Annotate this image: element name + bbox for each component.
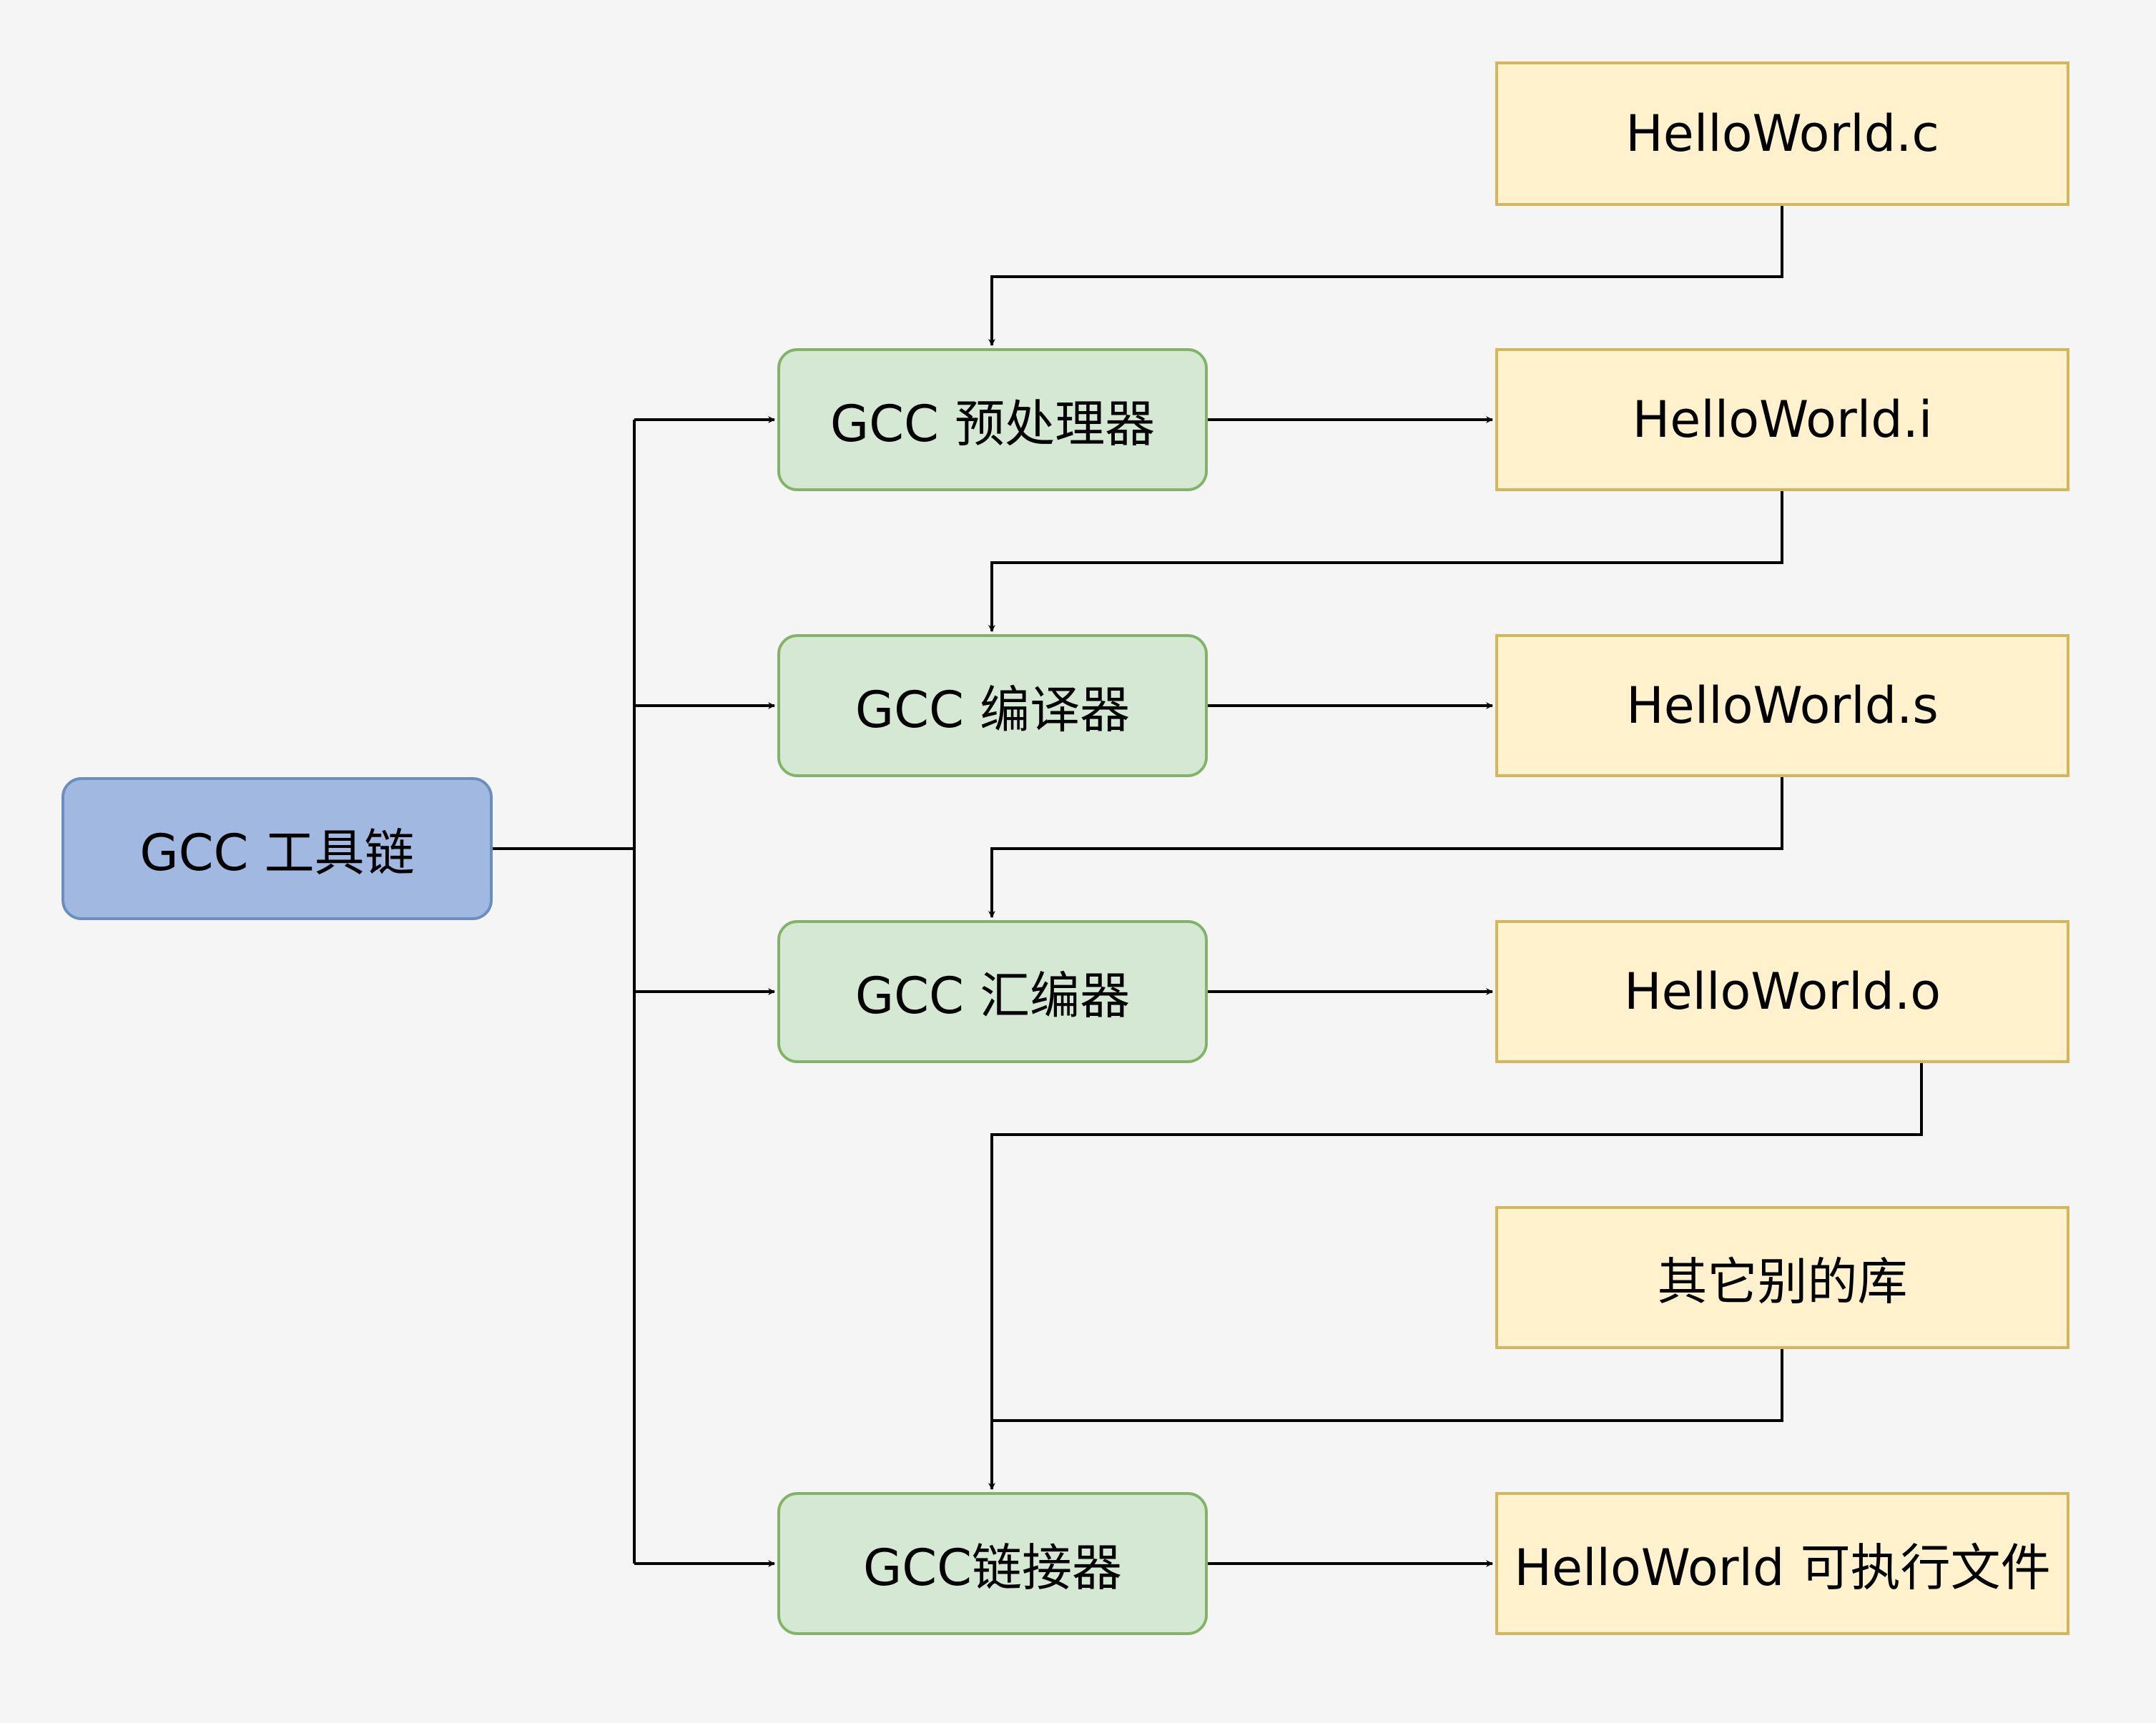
file-object-o-label: HelloWorld.o [1623,962,1941,1021]
file-assembly-s-label: HelloWorld.s [1626,676,1939,735]
file-assembly-s: HelloWorld.s [1495,634,2069,777]
gcc-preprocessor-node: GCC 预处理器 [777,348,1208,491]
gcc-preprocessor-label: GCC 预处理器 [830,394,1156,453]
file-executable-label: HelloWorld 可执行文件 [1514,1538,2051,1597]
gcc-toolchain-label: GCC 工具链 [139,823,415,882]
edge-i-to-compiler [988,491,1783,632]
gcc-compiler-label: GCC 编译器 [855,680,1131,739]
gcc-linker-node: GCC链接器 [777,1492,1208,1635]
file-object-o: HelloWorld.o [1495,920,2069,1063]
edge-s-to-assembler [988,777,1783,918]
file-source-c: HelloWorld.c [1495,61,2069,206]
edge-c-to-preprocessor [988,206,1783,346]
file-other-libraries-label: 其它别的库 [1657,1252,1908,1311]
edge-o-to-linker [988,1063,1923,1490]
gcc-assembler-label: GCC 汇编器 [855,966,1131,1025]
gcc-toolchain-node: GCC 工具链 [61,777,493,920]
edge-libs-to-linker [992,1349,1783,1422]
file-source-c-label: HelloWorld.c [1625,104,1939,163]
file-preprocessed-i-label: HelloWorld.i [1632,390,1933,449]
gcc-compiler-node: GCC 编译器 [777,634,1208,777]
file-executable: HelloWorld 可执行文件 [1495,1492,2069,1635]
file-other-libraries: 其它别的库 [1495,1206,2069,1349]
gcc-linker-label: GCC链接器 [863,1538,1122,1597]
file-preprocessed-i: HelloWorld.i [1495,348,2069,491]
gcc-assembler-node: GCC 汇编器 [777,920,1208,1063]
